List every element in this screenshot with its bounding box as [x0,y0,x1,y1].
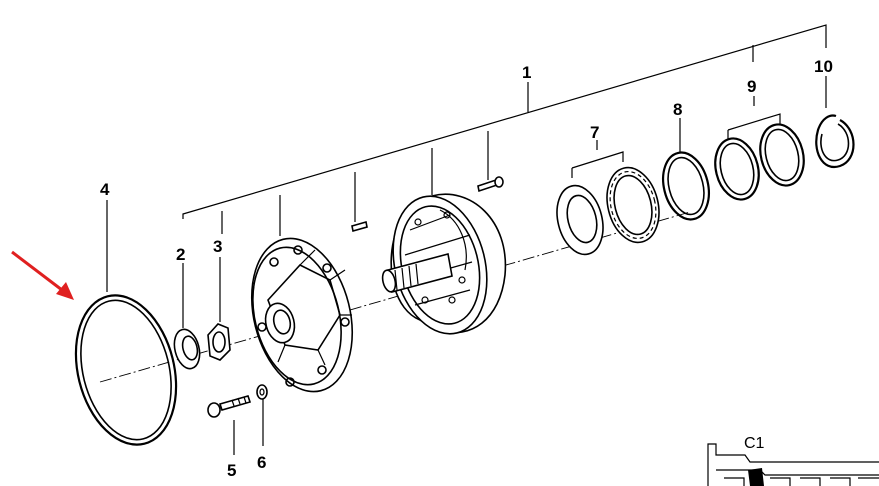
part-label-4: 4 [100,180,110,199]
leader-lines [106,24,827,455]
part-label-2: 2 [176,245,185,264]
pump-body [381,193,507,335]
washer-part-6 [256,384,268,400]
o-ring-part-4 [74,294,178,446]
bolt-part-5 [207,395,252,418]
part-label-9: 9 [747,77,756,96]
thrust-washer-part-7 [556,184,604,256]
gasket-part-3 [207,323,231,361]
part-label-6: 6 [257,453,266,472]
dowel-pin [351,220,368,233]
part-label-3: 3 [213,237,222,256]
needle-bearing-part-7 [606,166,660,244]
part-label-5: 5 [227,461,236,480]
red-arrow-icon [11,250,74,300]
part-label-7: 7 [590,123,599,142]
section-inset-c1: C1 [707,435,879,486]
part-label-1: 1 [522,63,531,82]
screw-small [477,176,504,193]
snap-ring-part-10 [815,114,855,169]
ring-part-8 [662,151,710,221]
part-label-10: 10 [814,57,833,76]
seal-rings-part-9 [714,123,805,201]
section-label: C1 [744,435,765,452]
pump-cover [250,237,354,393]
part-label-8: 8 [673,100,682,119]
seal-part-2 [173,328,201,370]
